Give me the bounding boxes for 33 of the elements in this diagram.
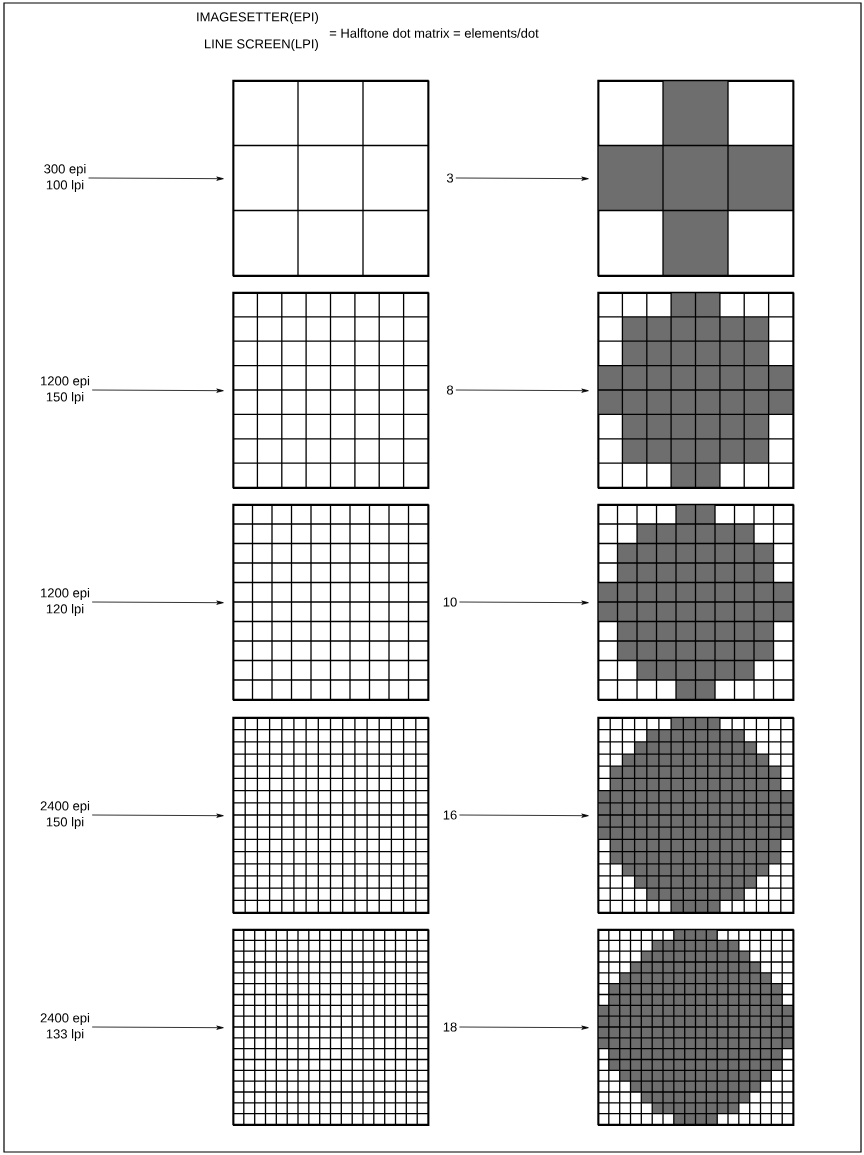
arrow	[91, 600, 224, 605]
halftone-dot-grid	[597, 716, 795, 914]
resolution-label: 300 epi 100 lpi	[44, 163, 86, 193]
arrow	[88, 176, 224, 181]
halftone-dot-grid	[597, 928, 795, 1126]
elements-number: 18	[443, 1022, 457, 1032]
halftone-dot-grid	[597, 79, 795, 277]
arrow	[459, 600, 589, 605]
arrow	[91, 388, 224, 393]
elements-number: 10	[443, 597, 457, 607]
arrow	[459, 1025, 589, 1030]
arrow	[91, 1025, 224, 1030]
elements-number: 8	[446, 385, 454, 395]
header-text: IMAGESETTER(EPI)	[197, 11, 318, 25]
resolution-label: 2400 epi 150 lpi	[40, 800, 90, 830]
arrow	[455, 388, 589, 393]
element-grid	[232, 716, 430, 914]
arrow	[91, 813, 224, 818]
arrow	[455, 176, 589, 181]
resolution-label: 2400 epi 133 lpi	[40, 1012, 90, 1042]
element-grid	[232, 928, 430, 1126]
element-grid	[232, 503, 430, 701]
elements-number: 3	[446, 173, 454, 183]
arrow	[459, 813, 589, 818]
element-grid	[232, 79, 430, 277]
halftone-dot-grid	[597, 503, 795, 701]
header-text: LINE SCREEN(LPI)	[205, 38, 318, 52]
halftone-dot-grid	[597, 291, 795, 489]
header-text: = Halftone dot matrix = elements/dot	[329, 28, 539, 38]
element-grid	[232, 291, 430, 489]
resolution-label: 1200 epi 150 lpi	[41, 375, 90, 405]
elements-number: 16	[443, 810, 457, 820]
resolution-label: 1200 epi 120 lpi	[41, 587, 90, 617]
